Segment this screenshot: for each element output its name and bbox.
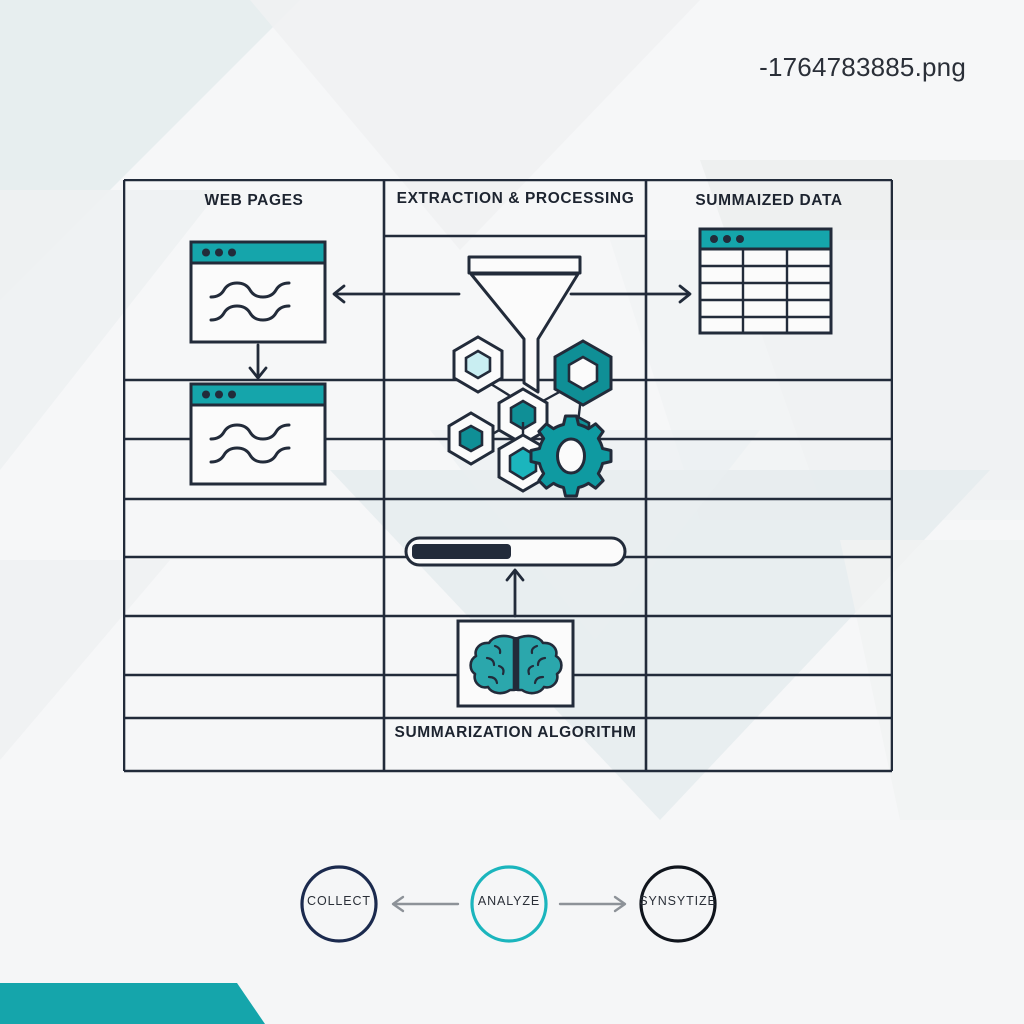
filename-caption: -1764783885.png: [759, 52, 966, 82]
data-table-icon: [698, 227, 833, 335]
process-steps-graphics: [300, 865, 717, 943]
process-steps: COLLECT ANALYZE SYNSYTIZE: [290, 852, 730, 960]
column-header-summarized-data: SUMMAIZED DATA: [695, 192, 843, 209]
step-label-collect: COLLECT: [307, 894, 371, 908]
funnel-icon: [467, 255, 582, 394]
arrow-brain-to-progress-icon: [505, 568, 525, 618]
grid-columns: [123, 180, 893, 771]
column-header-extraction-processing: EXTRACTION & PROCESSING: [396, 190, 635, 207]
arrow-between-browsers-icon: [248, 343, 268, 380]
gear-icon: [529, 414, 613, 498]
step-label-synsytize: SYNSYTIZE: [639, 894, 717, 908]
arrow-to-web-pages-icon: [332, 284, 461, 304]
diagram-graphics: [123, 179, 893, 773]
browser-window-icon-2: [189, 382, 327, 486]
step-circle-analyze: [470, 865, 548, 943]
column-footer-summarization-algorithm: SUMMARIZATION ALGORITHM: [394, 724, 637, 741]
arrow-analyze-to-synsytize-icon: [558, 895, 627, 913]
arrow-to-summarized-data-icon: [569, 284, 692, 304]
brain-icon-card: [456, 619, 575, 708]
browser-window-icon-1: [189, 240, 327, 344]
step-label-analyze: ANALYZE: [477, 894, 541, 908]
pipeline-diagram: WEB PAGES EXTRACTION & PROCESSING SUMMAI…: [123, 179, 893, 773]
step-circle-synsytize: [639, 865, 717, 943]
processing-progress-bar[interactable]: [404, 536, 627, 567]
column-header-web-pages: WEB PAGES: [204, 192, 304, 209]
step-circle-collect: [300, 865, 378, 943]
arrow-analyze-to-collect-icon: [391, 895, 460, 913]
